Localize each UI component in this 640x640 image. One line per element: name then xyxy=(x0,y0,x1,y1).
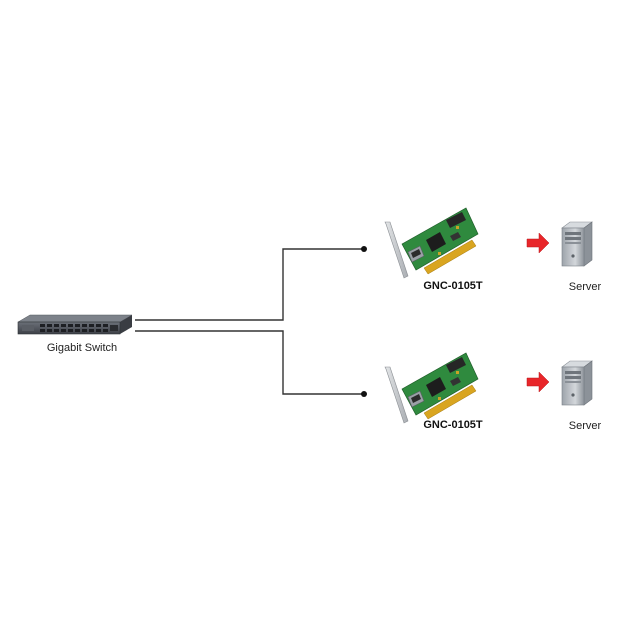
cable-lower xyxy=(135,330,363,395)
network-switch-icon xyxy=(17,314,133,335)
red-arrow-icon xyxy=(526,232,550,254)
server-label: Server xyxy=(568,281,602,293)
network-card-icon xyxy=(384,207,479,279)
network-card-label: GNC-0105T xyxy=(423,419,483,431)
network-card-icon xyxy=(384,352,479,424)
red-arrow-icon xyxy=(526,371,550,393)
cable-upper xyxy=(135,248,363,321)
server-icon xyxy=(561,221,593,267)
server-label: Server xyxy=(568,420,602,432)
cables xyxy=(135,248,363,395)
switch-label: Gigabit Switch xyxy=(46,342,118,354)
network-card-label: GNC-0105T xyxy=(423,280,483,292)
connection-point-lower xyxy=(361,391,367,397)
connection-point-upper xyxy=(361,246,367,252)
server-icon xyxy=(561,360,593,406)
